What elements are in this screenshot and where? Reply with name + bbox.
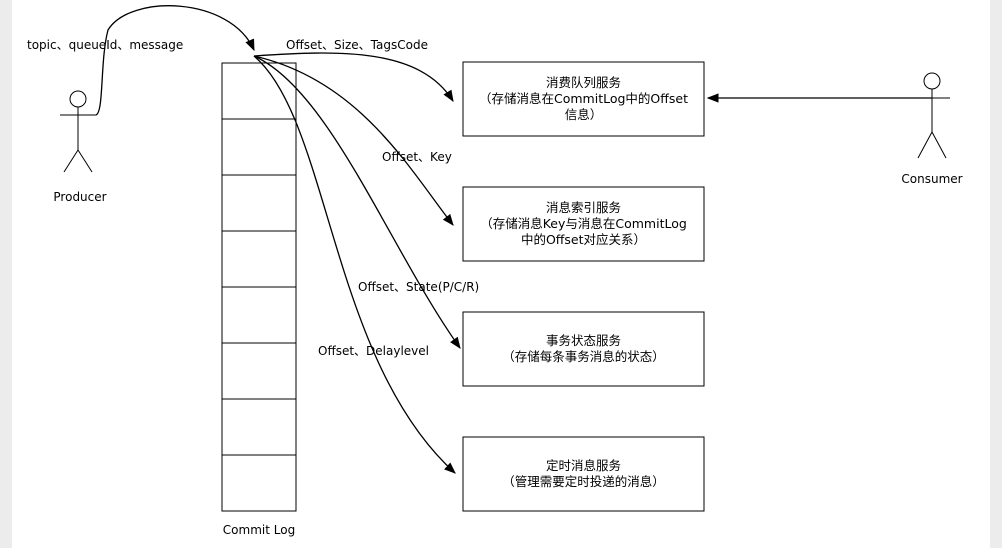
delay-message-service-title: 定时消息服务 [546, 458, 621, 473]
consume-queue-service-title: 消费队列服务 [546, 75, 621, 90]
transaction-service-desc: （存储每条事务消息的状态） [502, 349, 665, 364]
commit-log-cell [221, 230, 297, 288]
commit-log-cell [221, 398, 297, 456]
consumer-label: Consumer [901, 172, 962, 186]
commit-log-cell [221, 118, 297, 176]
commit-log-label: Commit Log [223, 523, 295, 537]
commit-log-cell [221, 62, 297, 120]
producer-to-commitlog-edge [95, 5, 255, 116]
consume-queue-edge-label: Offset、Size、TagsCode [286, 38, 428, 52]
index-edge-label: Offset、Key [382, 150, 452, 164]
delay-message-service-desc: （管理需要定时投递的消息） [502, 474, 665, 489]
commitlog-to-index-edge [253, 55, 454, 226]
commit-log-cell [221, 342, 297, 400]
commitlog-to-delay-edge [253, 55, 456, 474]
index-service-desc: （存储消息Key与消息在CommitLog [480, 216, 687, 231]
commitlog-to-consume-queue-edge [253, 52, 454, 102]
service-boxes: 消费队列服务（存储消息在CommitLog中的Offset信息）消息索引服务（存… [462, 61, 705, 512]
delay-edge-label: Offset、Delaylevel [318, 344, 429, 358]
transaction-edge-label: Offset、State(P/C/R) [358, 280, 479, 294]
producer-actor-icon [60, 90, 96, 173]
delay-message-service-box: 定时消息服务（管理需要定时投递的消息） [462, 436, 705, 512]
producer-label: Producer [53, 190, 106, 204]
commit-log-cell [221, 286, 297, 344]
commit-log-cell [221, 454, 297, 512]
index-service-desc: 中的Offset对应关系） [521, 232, 646, 247]
index-service-title: 消息索引服务 [546, 200, 621, 215]
transaction-service-box: 事务状态服务（存储每条事务消息的状态） [462, 311, 705, 387]
consume-queue-service-desc: （存储消息在CommitLog中的Offset [479, 91, 688, 106]
producer-edge-label: topic、queueId、message [27, 38, 183, 52]
commitlog-to-transaction-edge [253, 55, 461, 349]
transaction-service-title: 事务状态服务 [546, 333, 621, 348]
consume-queue-service-desc: 信息） [565, 107, 603, 122]
commit-log [221, 62, 297, 512]
commit-log-cell [221, 174, 297, 232]
